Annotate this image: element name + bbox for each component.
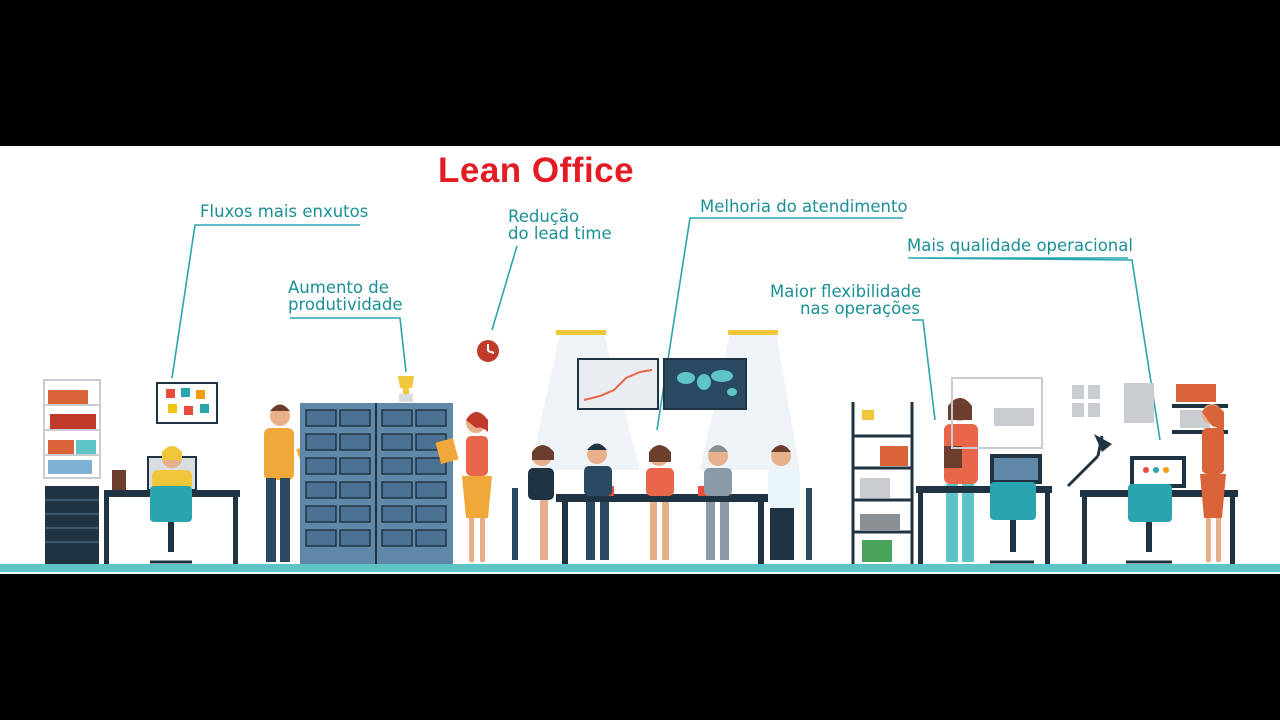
- drawer-unit-left: [45, 486, 99, 564]
- filing-cabinet: [300, 403, 453, 564]
- callout-reducao-line1: Redução: [508, 207, 580, 226]
- shelf-right: [851, 402, 914, 564]
- callout-reducao-line2: do lead time: [508, 224, 612, 243]
- callout-maior-line2: nas operações: [800, 299, 920, 318]
- callout-reducao: Redução do lead time: [508, 208, 612, 242]
- callout-aumento-line2: produtividade: [288, 295, 403, 314]
- desk-lamp-icon: [1066, 435, 1104, 488]
- person-woman-right: [1200, 404, 1226, 562]
- bookshelf-left: [43, 379, 101, 479]
- person-woman-red-jacket: [944, 398, 978, 562]
- floor: [0, 564, 1280, 572]
- shelf-items: [860, 410, 908, 562]
- callout-aumento: Aumento de produtividade: [288, 279, 403, 313]
- line-chart-icon: [583, 369, 653, 401]
- callout-melhoria-text: Melhoria do atendimento: [700, 197, 908, 216]
- desk-right-1: [916, 377, 1052, 564]
- callout-lines: [171, 217, 1161, 441]
- callout-maior-flexibilidade: Maior flexibilidade nas operações: [770, 282, 922, 318]
- trophy-icon: [398, 376, 414, 402]
- callout-fluxos: Fluxos mais enxutos: [200, 203, 368, 220]
- page-title: Lean Office: [438, 151, 635, 190]
- meeting-people: [512, 443, 812, 560]
- clock-icon: [477, 340, 499, 362]
- presentation-screens: [577, 358, 747, 410]
- desk-left: [104, 446, 240, 564]
- desk-right-2: [1066, 383, 1238, 564]
- callout-mais-qualidade-text: Mais qualidade operacional: [907, 236, 1133, 255]
- pinboard: [156, 382, 218, 424]
- callout-aumento-line1: Aumento de: [288, 278, 389, 297]
- callout-mais-qualidade: Mais qualidade operacional: [907, 237, 1133, 254]
- callout-maior-line1: Maior flexibilidade: [770, 282, 922, 301]
- world-map-icon: [677, 370, 737, 396]
- callout-fluxos-text: Fluxos mais enxutos: [200, 202, 369, 221]
- callout-melhoria: Melhoria do atendimento: [700, 198, 908, 215]
- person-woman-orange: [435, 412, 492, 562]
